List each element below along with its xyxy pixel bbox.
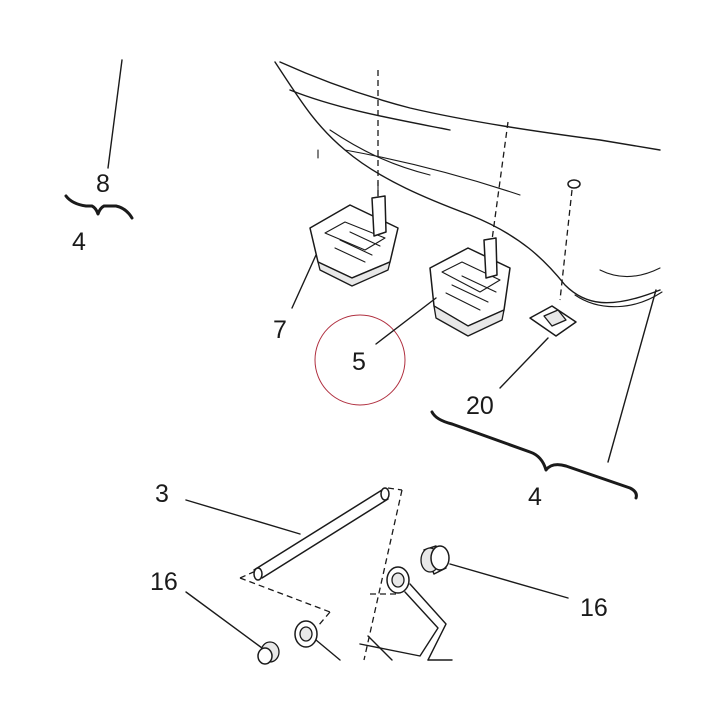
callout-8-group: 8 4 [64, 59, 134, 256]
callout-4-bottom-group: 4 [430, 289, 657, 511]
callout-label-7: 7 [273, 316, 287, 344]
callout-label-5: 5 [352, 348, 366, 376]
callout-label-4-bottom: 4 [528, 483, 542, 511]
callout-label-20: 20 [466, 392, 494, 420]
callout-label-3: 3 [155, 480, 169, 508]
callout-7-group: 7 [273, 254, 317, 344]
assembly-guides-top [377, 70, 573, 301]
part-3-rod: 3 [155, 480, 390, 581]
highlight-circle [314, 314, 406, 406]
callout-label-8: 8 [96, 170, 110, 198]
callout-label-4-left: 4 [72, 228, 86, 256]
screw-ring-icon [567, 179, 581, 189]
part-5-bracket [429, 237, 511, 337]
part-7-bracket [309, 181, 399, 287]
housing-outline [274, 61, 663, 308]
callout-20-group: 20 [466, 337, 549, 420]
part-16-bushing-left: 16 [150, 568, 318, 665]
part-16-bushing-right: 16 [386, 545, 608, 622]
callout-5-group: 5 [314, 297, 437, 406]
callout-label-16-right: 16 [580, 594, 608, 622]
lever-bracket [315, 583, 453, 661]
assembly-guides-bottom [239, 487, 403, 661]
part-20-clip [529, 305, 577, 337]
callout-label-16-left: 16 [150, 568, 178, 596]
